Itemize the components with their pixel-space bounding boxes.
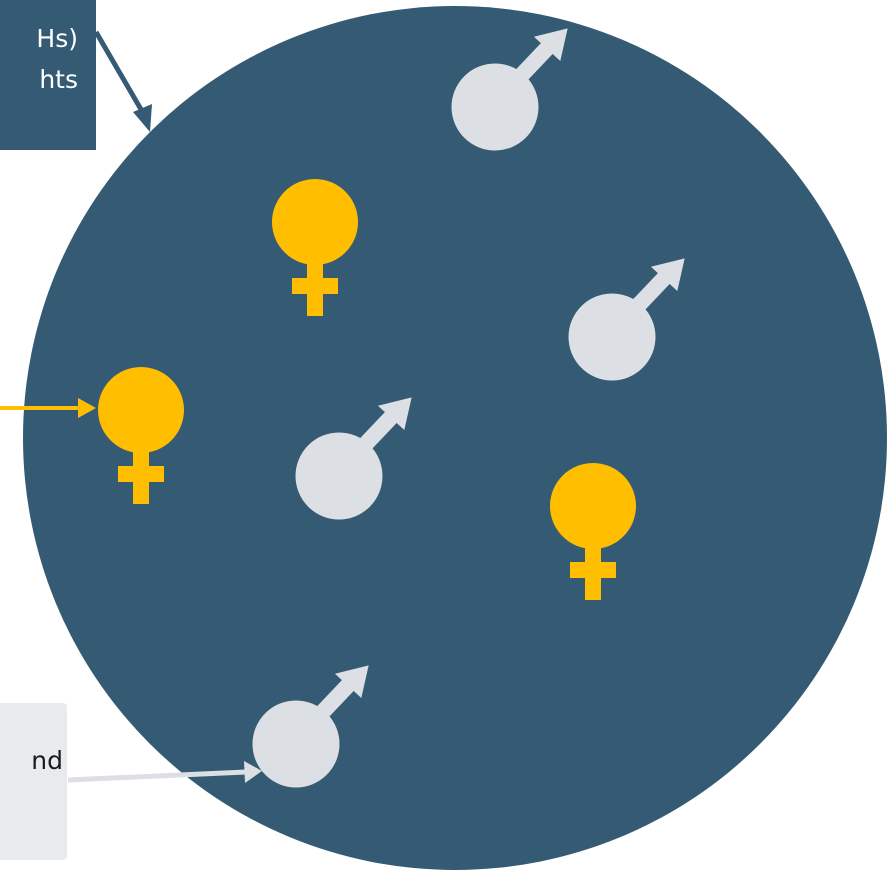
population-circle (23, 6, 887, 870)
top-callout-line-2: hts (39, 65, 78, 94)
female-callout-arrow (0, 398, 96, 418)
male-callout-arrow (67, 761, 262, 783)
bottom-callout-box: nd (0, 703, 67, 860)
top-callout-arrow (93, 30, 152, 132)
bottom-callout-line-1: nd (31, 746, 63, 775)
top-callout-line-1: Hs) (36, 24, 78, 53)
top-callout-box: Hs) hts (0, 0, 96, 150)
